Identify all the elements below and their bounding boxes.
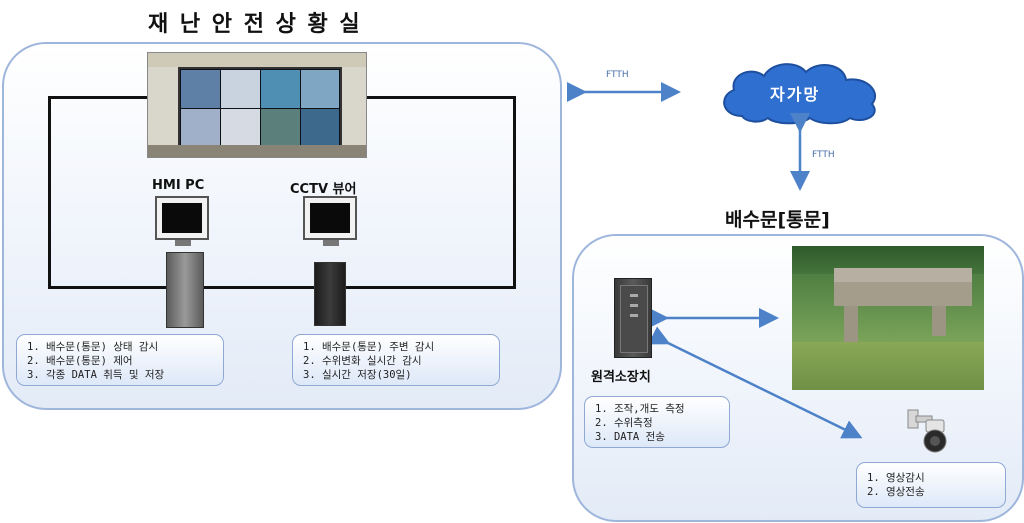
hmi-note-2: 2. 배수문(통문) 제어: [27, 355, 133, 367]
cctv-note-2: 2. 수위변화 실시간 감시: [303, 355, 422, 367]
camera-note-1: 1. 영상감시: [867, 472, 925, 484]
pc-tower-icon: [314, 262, 346, 326]
control-room-photo: [147, 52, 367, 158]
cloud-icon: [723, 63, 876, 125]
cctv-viewer-label: CCTV 뷰어: [290, 182, 357, 197]
ftth-horizontal-label: FTTH: [606, 70, 629, 80]
monitor-icon: [155, 196, 209, 246]
gate-photo: [792, 246, 984, 390]
rtu-to-camera-arrow: [648, 326, 863, 439]
rtu-label: 원격소장치: [591, 370, 651, 385]
rtu-note-1: 1. 조작,개도 측정: [595, 403, 685, 415]
network-wire-left: [48, 96, 51, 289]
camera-notes: 1. 영상감시 2. 영상전송: [856, 462, 1006, 508]
hmi-note-1: 1. 배수문(통문) 상태 감시: [27, 341, 159, 353]
network-wire-top-right: [365, 96, 515, 99]
rtu-notes: 1. 조작,개도 측정 2. 수위측정 3. DATA 전송: [584, 396, 730, 448]
network-wire-right: [513, 96, 516, 289]
cctv-camera-icon: [907, 409, 947, 453]
cloud-label: 자가망: [770, 85, 821, 104]
pc-tower-icon: [166, 252, 204, 328]
cctv-note-3: 3. 실시간 저장(30일): [303, 369, 412, 381]
hmi-note-3: 3. 각종 DATA 취득 및 저장: [27, 369, 165, 381]
ftth-vertical-label: FTTH: [812, 150, 835, 160]
cctv-note-1: 1. 배수문(통문) 주변 감시: [303, 341, 435, 353]
cctv-notes: 1. 배수문(통문) 주변 감시 2. 수위변화 실시간 감시 3. 실시간 저…: [292, 334, 500, 386]
rtu-note-2: 2. 수위측정: [595, 417, 653, 429]
gate-title: 배수문[통문]: [725, 209, 830, 231]
camera-note-2: 2. 영상전송: [867, 486, 925, 498]
network-wire-bottom: [48, 286, 516, 289]
network-wire-top: [48, 96, 148, 99]
hmi-notes: 1. 배수문(통문) 상태 감시 2. 배수문(통문) 제어 3. 각종 DAT…: [16, 334, 224, 386]
control-room-title: 재 난 안 전 상 황 실: [148, 12, 362, 37]
rtu-cabinet-icon: [614, 278, 652, 358]
hmi-pc-label: HMI PC: [152, 178, 205, 193]
monitor-icon: [303, 196, 357, 246]
rtu-note-3: 3. DATA 전송: [595, 431, 665, 443]
